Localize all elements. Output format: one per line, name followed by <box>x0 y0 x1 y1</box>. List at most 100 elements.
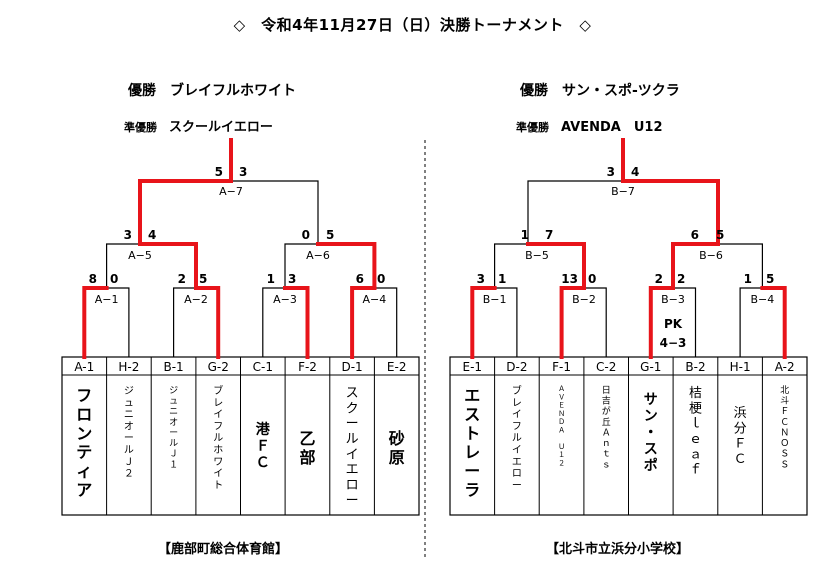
left-q1-label: A−1 <box>95 293 119 306</box>
right-q4-score-l: 1 <box>744 272 752 286</box>
right-seed-4: C-2 <box>596 360 616 374</box>
right-seed-7: H-1 <box>730 360 751 374</box>
left-q2-score-l: 2 <box>178 272 186 286</box>
left-line-q3-loser <box>262 287 285 357</box>
right-line-q2-loser <box>584 287 607 357</box>
left-final-score-l: 5 <box>215 165 223 179</box>
left-semi-l-label: A−5 <box>128 249 152 262</box>
right-runner-label: 準優勝 <box>516 121 549 134</box>
right-team-7: 浜分ＦＣ <box>734 406 747 467</box>
left-semi-r-score-l: 0 <box>302 228 310 242</box>
left-seed-2: H-2 <box>118 360 139 374</box>
left-seed-8: E-2 <box>387 360 407 374</box>
left-team-7: スクールイエロー <box>346 386 359 508</box>
right-team-6: 桔梗ｌｅａｆ <box>689 386 702 478</box>
right-team-3: ＡＶＥＮＤＡ Ｕ１２ <box>558 385 565 467</box>
left-q3-label: A−3 <box>273 293 297 306</box>
right-win-final <box>621 138 720 246</box>
right-q2-label: B−2 <box>572 293 596 306</box>
right-line-q1-loser <box>494 287 518 357</box>
left-q4-label: A−4 <box>363 293 387 306</box>
left-team-4: ブレイフルホワイト <box>213 384 223 491</box>
right-team-5: サン・スポ <box>644 392 658 474</box>
right-q4-score-r: 5 <box>766 272 774 286</box>
left-win-q3 <box>283 286 310 359</box>
left-runner: 準優勝スクールイエロー <box>124 116 273 135</box>
left-semi-l-score-r: 4 <box>148 228 156 242</box>
left-runner-team: スクールイエロー <box>169 120 273 135</box>
left-winner-label: 優勝 <box>128 83 156 99</box>
left-seed-4: G-2 <box>208 360 229 374</box>
right-win-q2 <box>559 286 586 359</box>
left-winner: 優勝ブレイフルホワイト <box>128 80 296 100</box>
left-line-semi-l-loser <box>106 243 140 288</box>
right-line-q4-loser <box>739 287 763 357</box>
right-winner-team: サン・スポ-ツクラ <box>562 83 680 99</box>
right-q1-score-l: 3 <box>477 272 485 286</box>
page-title: ◇ 令和4年11月27日（日）決勝トーナメント ◇ <box>233 16 592 34</box>
left-q2-score-r: 5 <box>199 272 207 286</box>
right-team-4: 日吉が丘Ａｎｔｓ <box>602 385 611 470</box>
right-runner-team: AVENDA U12 <box>561 120 663 135</box>
right-line-semi-l-loser <box>494 243 528 288</box>
left-seed-3: B-1 <box>163 360 183 374</box>
left-bracket: A-1 H-2 B-1 G-2 C-1 F-2 D-1 E-2 フロンティア ジ… <box>61 138 420 516</box>
left-runner-label: 準優勝 <box>124 121 157 134</box>
right-q2-score-l: 13 <box>561 272 578 286</box>
left-line-q2-loser <box>173 287 196 357</box>
left-semi-l-score-l: 3 <box>124 228 132 242</box>
right-q3-pk-score: 4−3 <box>660 336 687 350</box>
right-q3-label: B−3 <box>661 293 685 306</box>
right-team-8: 北斗ＦＣＮＯＳＳ <box>780 385 789 470</box>
left-team-1: フロンティア <box>76 386 92 499</box>
right-q4-label: B−4 <box>751 293 775 306</box>
left-q1-score-r: 0 <box>110 272 118 286</box>
right-win-q3 <box>648 286 675 359</box>
right-semi-l-score-l: 1 <box>521 228 529 242</box>
left-q1-score-l: 8 <box>89 272 97 286</box>
left-semi-r-score-r: 5 <box>326 228 334 242</box>
right-winner: 優勝サン・スポ-ツクラ <box>520 80 680 100</box>
right-win-semi-l <box>526 242 586 290</box>
left-win-q2 <box>194 286 221 359</box>
left-seed-1: A-1 <box>74 360 94 374</box>
left-line-semi-r-loser <box>284 243 318 288</box>
right-final-score-r: 4 <box>631 165 639 179</box>
right-q3-score-r: 2 <box>677 272 685 286</box>
left-seed-7: D-1 <box>341 360 362 374</box>
right-runner: 準優勝 AVENDA U12 <box>516 116 663 135</box>
right-team-2: ブレイフルイエロー <box>512 384 522 491</box>
left-seed-6: F-2 <box>298 360 317 374</box>
right-venue: 【北斗市立浜分小学校】 <box>546 542 690 557</box>
right-q3-score-l: 2 <box>655 272 663 286</box>
left-seed-5: C-1 <box>253 360 273 374</box>
right-team-1: エストレーラ <box>464 386 480 499</box>
right-q3-pk-label: PK <box>664 317 683 331</box>
left-team-2: ジュニオールＪ２ <box>124 386 134 480</box>
left-team-5: 港ＦＣ <box>256 421 271 471</box>
left-win-semi-r <box>316 242 377 290</box>
left-win-q4 <box>350 286 377 359</box>
right-q1-label: B−1 <box>483 293 507 306</box>
right-semi-l-score-r: 7 <box>545 228 553 242</box>
right-bracket: E-1 D-2 F-1 C-2 G-1 B-2 H-1 A-2 エストレーラ ブ… <box>449 138 808 516</box>
right-q1-score-r: 1 <box>498 272 506 286</box>
right-line-final-loser <box>527 180 623 244</box>
left-line-final-loser <box>231 180 319 244</box>
left-winner-team: ブレイフルホワイト <box>170 83 296 99</box>
right-semi-r-label: B−6 <box>699 249 723 262</box>
right-final-label: B−7 <box>611 185 635 198</box>
left-final-score-r: 3 <box>239 165 247 179</box>
left-win-final <box>138 138 233 246</box>
left-win-semi-l <box>138 242 198 290</box>
left-q4-score-r: 0 <box>377 272 385 286</box>
right-seed-2: D-2 <box>506 360 527 374</box>
right-win-semi-r <box>671 242 720 290</box>
left-team-6: 乙部 <box>299 429 315 467</box>
right-win-q4 <box>760 286 787 359</box>
right-winner-label: 優勝 <box>520 83 548 99</box>
right-q2-score-r: 0 <box>588 272 596 286</box>
right-seed-3: F-1 <box>552 360 571 374</box>
right-semi-r-score-r: 5 <box>716 228 724 242</box>
